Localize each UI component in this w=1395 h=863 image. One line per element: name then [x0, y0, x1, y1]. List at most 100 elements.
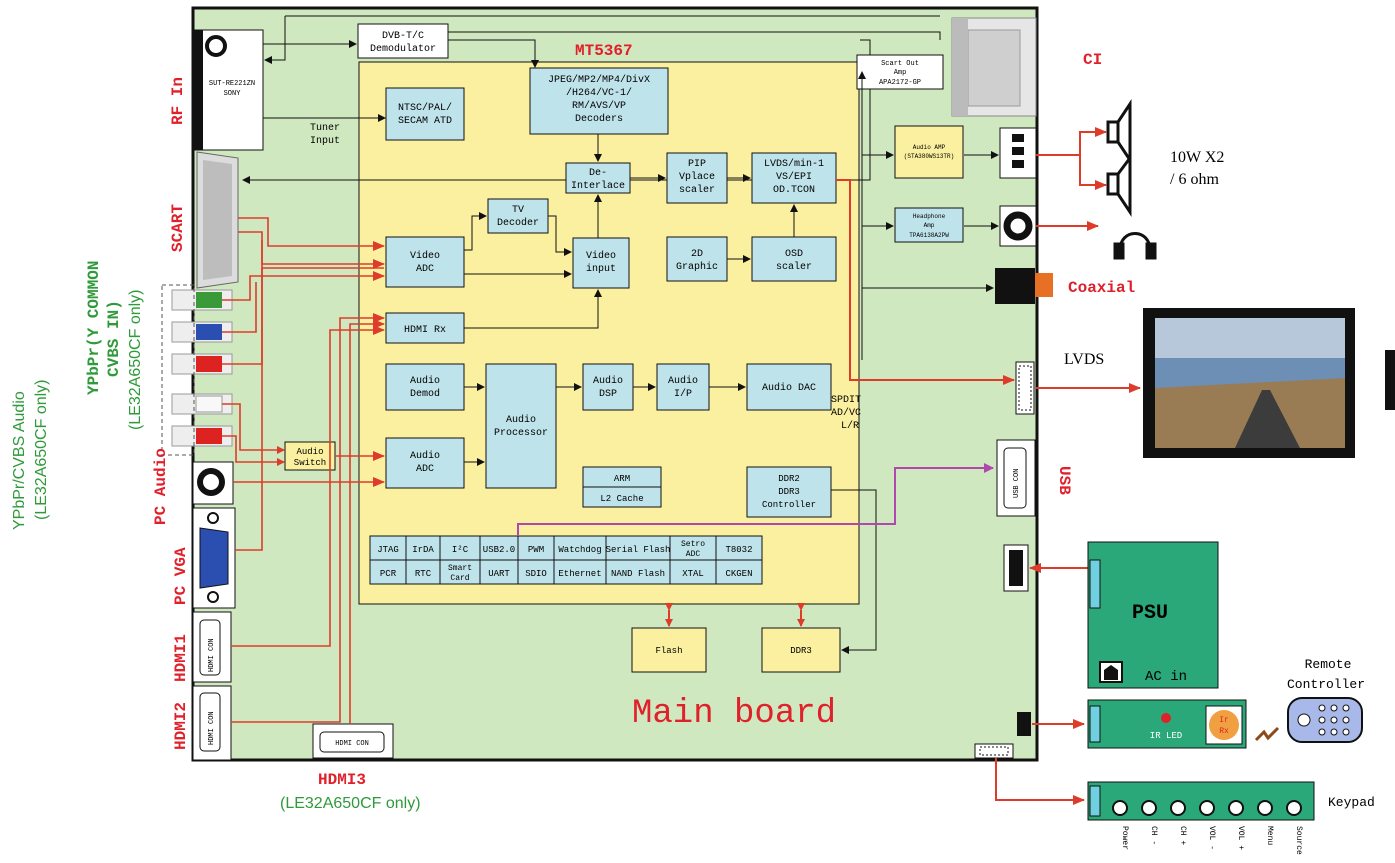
audio-ip-block	[657, 364, 709, 410]
remote-label-line2: Controller	[1287, 677, 1365, 692]
scart-amp-line1: Scart Out	[881, 60, 919, 68]
audio-amp-block	[895, 126, 963, 178]
spdif-line1: SPDIT	[831, 395, 861, 406]
spdif-line2: AD/VC	[831, 407, 861, 419]
g2d-line1: 2D	[691, 249, 703, 260]
remote-controller-icon	[1288, 698, 1362, 742]
peripheral-label: JTAG	[377, 545, 399, 555]
tuner-input-line2: Input	[310, 136, 340, 147]
peripheral-label: NAND Flash	[611, 569, 665, 579]
hdmi3-note: (LE32A650CF only)	[280, 795, 421, 812]
audio-dsp-block	[583, 364, 633, 410]
aip-line2: I/P	[674, 388, 692, 400]
ci-label: CI	[1083, 51, 1102, 69]
peripheral-label: PCR	[380, 569, 397, 579]
peripheral-label: Setro	[681, 540, 705, 549]
ir-rx-line2: Rx	[1219, 727, 1229, 736]
tvdec-line2: Decoder	[497, 217, 539, 229]
keypad-button[interactable]	[1113, 801, 1127, 815]
hdmi1-con-label: HDMI CON	[208, 638, 216, 672]
vin-line2: input	[586, 263, 616, 275]
lvds-connector-icon	[1016, 362, 1034, 414]
keypad-label: Keypad	[1328, 795, 1375, 810]
tuner-model: SUT-RE221ZN	[209, 80, 255, 88]
keypad-key-label: VOL -	[1207, 826, 1216, 850]
ypbpr-audio-line1: YPbPr/CVBS Audio	[11, 391, 28, 530]
ddrc-line2: DDR3	[778, 487, 800, 497]
aip-line1: Audio	[668, 375, 698, 387]
ir-rx-line1: Ir	[1219, 716, 1229, 725]
ntsc-line1: NTSC/PAL/	[398, 102, 452, 114]
headphone-jack-icon	[1000, 206, 1036, 246]
video-adc-block	[386, 237, 464, 287]
osd-line1: OSD	[785, 249, 803, 260]
ir-led-icon	[1161, 713, 1171, 723]
hdmirx-label: HDMI Rx	[404, 325, 446, 336]
keypad-key-label: Power	[1120, 826, 1129, 850]
ypbpr-label-line1: YPbPr(Y COMMON	[85, 261, 103, 395]
coaxial-jack-icon	[995, 268, 1053, 304]
tuner-brand: SONY	[224, 90, 242, 98]
pc-audio-label: PC Audio	[152, 448, 170, 525]
keypad-key-label: CH -	[1149, 826, 1158, 845]
scart-amp-line2: Amp	[894, 69, 907, 77]
peripheral-label: Watchdog	[558, 545, 601, 555]
pc-audio-jack-icon	[200, 471, 222, 493]
keypad-key-label: VOL +	[1236, 826, 1245, 850]
keypad-button[interactable]	[1142, 801, 1156, 815]
usb-con-label: USB CON	[1013, 469, 1021, 498]
coaxial-label: Coaxial	[1068, 279, 1135, 297]
keypad-connector-icon	[975, 744, 1013, 758]
vga-connector-icon	[193, 508, 235, 608]
ypbpr-audio-line2: (LE32A650CF only)	[33, 379, 50, 520]
peripheral-label: Smart	[448, 564, 472, 573]
hdmi2-label: HDMI2	[172, 702, 190, 750]
peripheral-label: Ethernet	[558, 569, 601, 579]
peripheral-label: CKGEN	[725, 569, 752, 579]
peripheral-label: IrDA	[412, 545, 434, 555]
hp-amp-line1: Headphone	[913, 213, 946, 220]
pip-line2: Vplace	[679, 171, 715, 183]
audio-demod-block	[386, 364, 464, 410]
lvds-line3: OD.TCON	[773, 185, 815, 196]
audio-switch-line1: Audio	[296, 447, 323, 457]
ir-led-label: IR LED	[1150, 731, 1182, 741]
aproc-line2: Processor	[494, 428, 548, 439]
audio-switch-line2: Switch	[294, 458, 326, 468]
ddrc-line1: DDR2	[778, 474, 800, 484]
vadc-line1: Video	[410, 250, 440, 262]
speaker-icon	[1108, 104, 1130, 212]
dec-line1: JPEG/MP2/MP4/DivX	[548, 74, 650, 86]
audio-amp-line2: (STA380WS13TR)	[904, 153, 954, 160]
pip-line1: PIP	[688, 159, 706, 170]
osd-line2: scaler	[776, 261, 812, 273]
peripheral-label: XTAL	[682, 569, 704, 579]
usb-label: USB	[1055, 466, 1073, 495]
ci-slot-icon	[952, 18, 1036, 116]
ypbpr-label-line3: (LE32A650CF only)	[127, 289, 144, 430]
keypad-button[interactable]	[1229, 801, 1243, 815]
remote-label-line1: Remote	[1305, 657, 1352, 672]
audio-adc-block	[386, 438, 464, 488]
keypad-button[interactable]	[1171, 801, 1185, 815]
board-title: Main board	[632, 695, 836, 733]
dvb-demod-line2: Demodulator	[370, 43, 436, 55]
peripheral-label: T8032	[725, 545, 752, 555]
hdmi3-con-label: HDMI CON	[335, 740, 369, 748]
tuner-input-line1: Tuner	[310, 123, 340, 134]
audio-processor-block	[486, 364, 556, 488]
adac-label: Audio DAC	[762, 382, 816, 394]
l2-label: L2 Cache	[600, 494, 643, 504]
deint-line1: De-	[589, 168, 607, 179]
aadc-line2: ADC	[416, 464, 434, 475]
keypad-button[interactable]	[1258, 801, 1272, 815]
lvds-label: LVDS	[1064, 351, 1104, 368]
dec-line3: RM/AVS/VP	[572, 100, 626, 112]
ddr3-label: DDR3	[790, 646, 812, 656]
keypad-button[interactable]	[1287, 801, 1301, 815]
hdmi2-con-label: HDMI CON	[208, 711, 216, 745]
speaker-spec-line2: / 6 ohm	[1170, 171, 1219, 188]
speaker-spec-line1: 10W X2	[1170, 149, 1224, 166]
keypad-button[interactable]	[1200, 801, 1214, 815]
